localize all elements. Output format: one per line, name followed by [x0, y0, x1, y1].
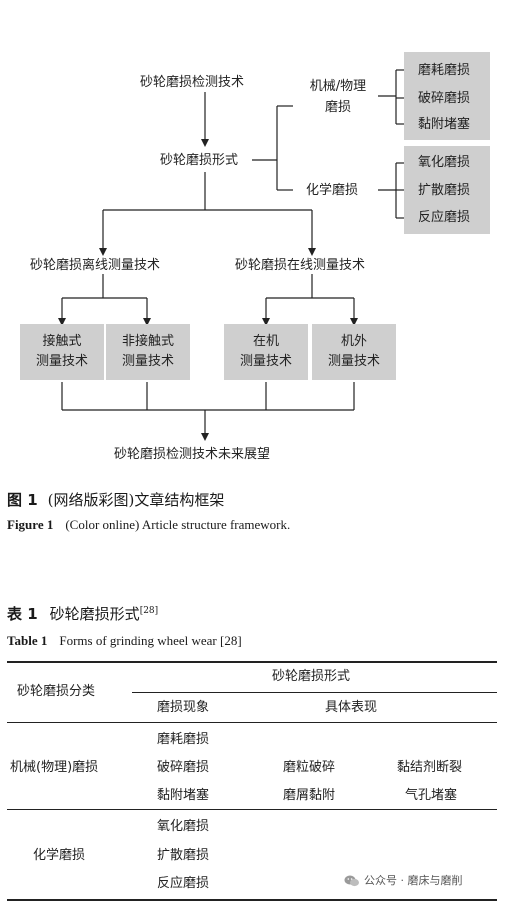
table-label-cn: 表 1: [7, 605, 38, 623]
figure-caption-cn-text: (网络版彩图)文章结构框架: [47, 491, 225, 509]
category-mechanical: 机械(物理)磨损: [10, 760, 99, 775]
leaf-line1: 机外: [340, 334, 367, 349]
leaf-box-offmachine: 机外 测量技术: [312, 324, 396, 380]
figure-caption-en: Figure 1 (Color online) Article structure…: [7, 516, 290, 534]
leaf-line2: 测量技术: [327, 354, 380, 369]
table-group-divider: [7, 809, 497, 810]
chemical-item: 反应磨损: [418, 210, 471, 225]
header-category: 砂轮磨损分类: [17, 684, 96, 699]
phenomenon-cell: 磨耗磨损: [157, 732, 210, 747]
leaf-line1: 接触式: [42, 334, 82, 349]
mechanical-label-line1: 机械/物理: [309, 79, 367, 94]
chemical-items-box: 氧化磨损 扩散磨损 反应磨损: [404, 146, 490, 234]
watermark-text: 公众号 · 磨床与磨削: [364, 874, 463, 887]
phenomenon-cell: 黏附堵塞: [157, 788, 210, 803]
phenomenon-cell: 破碎磨损: [157, 760, 210, 775]
figure-label-en: Figure 1: [7, 517, 54, 532]
leaf-line2: 测量技术: [35, 354, 88, 369]
mechanical-label-line2: 磨损: [324, 100, 351, 115]
wear-forms-table: 砂轮磨损分类 砂轮磨损形式 磨损现象 具体表现 机械(物理)磨损 磨耗磨损 破碎…: [7, 661, 497, 901]
manifestation-cell: 黏结剂断裂: [397, 760, 463, 775]
header-forms: 砂轮磨损形式: [272, 669, 351, 684]
node-wear-forms: 砂轮磨损形式: [160, 153, 239, 168]
manifestation-cell: 磨屑黏附: [283, 788, 336, 803]
leaf-box-noncontact: 非接触式 测量技术: [106, 324, 190, 380]
figure-caption-en-text: (Color online) Article structure framewo…: [65, 517, 291, 532]
leaf-box-onmachine: 在机 测量技术: [224, 324, 308, 380]
phenomenon-cell: 扩散磨损: [157, 848, 210, 863]
chemical-item: 扩散磨损: [418, 183, 471, 198]
mechanical-item: 破碎磨损: [418, 91, 471, 106]
table-bottom-rule: [7, 899, 497, 901]
phenomenon-cell: 反应磨损: [157, 876, 210, 891]
leaf-line1: 在机: [252, 334, 279, 349]
node-mechanical-label: 机械/物理 磨损: [302, 78, 374, 116]
table-label-en: Table 1: [7, 633, 48, 648]
node-outlook: 砂轮磨损检测技术未来展望: [114, 447, 271, 462]
header-phenomenon: 磨损现象: [157, 700, 210, 715]
table-caption-ref: [28]: [139, 606, 159, 616]
node-root: 砂轮磨损检测技术: [140, 75, 245, 90]
node-chemical-label: 化学磨损: [306, 183, 359, 198]
table-header-mid-rule: [132, 692, 497, 693]
table-caption-en: Table 1 Forms of grinding wheel wear [28]: [7, 632, 242, 650]
mechanical-item: 磨耗磨损: [418, 63, 471, 78]
mechanical-items-box: 磨耗磨损 破碎磨损 黏附堵塞: [404, 52, 490, 140]
table-top-rule: [7, 661, 497, 663]
phenomenon-cell: 氧化磨损: [157, 819, 210, 834]
figure-label-cn: 图 1: [7, 491, 38, 509]
table-header-bottom-rule: [7, 722, 497, 723]
manifestation-cell: 磨粒破碎: [283, 760, 336, 775]
table-caption-cn: 表 1 砂轮磨损形式[28]: [7, 600, 158, 625]
leaf-line1: 非接触式: [121, 334, 174, 349]
figure-caption-cn: 图 1 (网络版彩图)文章结构框架: [7, 490, 224, 510]
header-manifestation: 具体表现: [325, 700, 378, 715]
leaf-box-contact: 接触式 测量技术: [20, 324, 104, 380]
leaf-line2: 测量技术: [121, 354, 174, 369]
node-online: 砂轮磨损在线测量技术: [235, 258, 366, 273]
leaf-line2: 测量技术: [239, 354, 292, 369]
category-chemical: 化学磨损: [33, 848, 86, 863]
wechat-icon: [344, 875, 359, 887]
table-caption-en-text: Forms of grinding wheel wear [28]: [59, 633, 242, 648]
watermark: 公众号 · 磨床与磨削: [344, 874, 463, 888]
manifestation-cell: 气孔堵塞: [405, 788, 458, 803]
node-offline: 砂轮磨损离线测量技术: [30, 258, 161, 273]
table-caption-cn-text: 砂轮磨损形式: [49, 605, 140, 623]
mechanical-item: 黏附堵塞: [418, 117, 471, 132]
structure-diagram: 砂轮磨损检测技术 砂轮磨损形式 机械/物理 磨损 化学磨损 磨耗磨损 破碎磨损 …: [20, 52, 490, 462]
chemical-item: 氧化磨损: [418, 155, 471, 170]
